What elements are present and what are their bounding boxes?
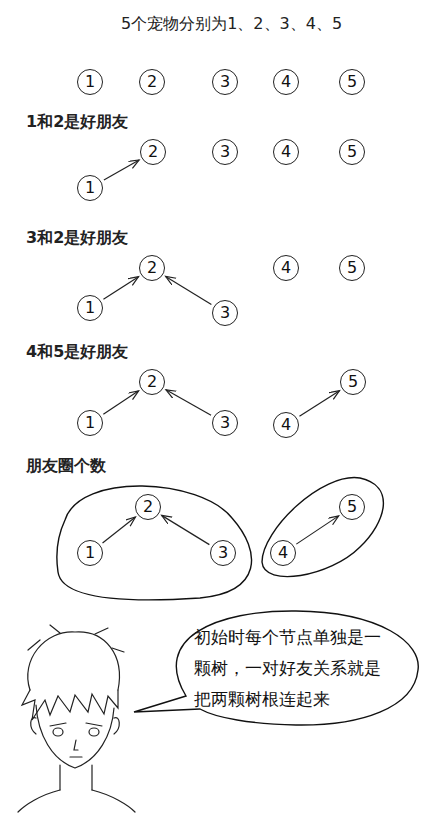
section-caption: 1和2是好朋友 [26, 112, 128, 131]
bubble-text: 初始时每个节点单独是一颗树，一对好友关系就是把两颗树根连起来 [194, 622, 390, 715]
pet-number: 2 [147, 260, 157, 276]
friend-arrow [166, 390, 211, 415]
friend-arrow [299, 391, 339, 417]
section-caption: 4和5是好朋友 [26, 342, 128, 361]
pet-number: 3 [220, 305, 230, 321]
pet-number: 3 [220, 415, 230, 431]
pet-circle: 4 [273, 139, 299, 165]
pet-circle: 5 [340, 369, 366, 395]
pet-number: 2 [148, 144, 158, 160]
friend-arrow [296, 516, 338, 544]
friend-circle-outline [57, 486, 252, 600]
pet-number: 1 [85, 74, 95, 90]
pet-circle: 3 [212, 300, 238, 326]
pet-number: 5 [347, 74, 357, 90]
pet-number: 1 [85, 300, 95, 316]
pet-number: 4 [281, 74, 291, 90]
pet-circle: 2 [140, 139, 166, 165]
pet-circle: 1 [77, 295, 103, 321]
pet-circle: 4 [273, 69, 299, 95]
pet-circle: 3 [212, 410, 238, 436]
pet-circle: 5 [339, 139, 365, 165]
pet-number: 5 [347, 144, 357, 160]
pet-circle: 5 [339, 255, 365, 281]
pet-number: 4 [281, 144, 291, 160]
speech-bubble: 初始时每个节点单独是一颗树，一对好友关系就是把两颗树根连起来 [156, 608, 420, 728]
pet-circle: 1 [77, 175, 103, 201]
pet-number: 2 [147, 374, 157, 390]
pet-number: 5 [347, 260, 357, 276]
friend-arrow [104, 160, 139, 180]
pet-circle: 4 [273, 255, 299, 281]
friend-arrow [103, 391, 138, 414]
friend-circle-outline [262, 478, 383, 577]
pet-circle: 3 [212, 69, 238, 95]
pet-circle: 1 [77, 410, 103, 436]
pet-number: 3 [220, 74, 230, 90]
pet-circle: 1 [77, 69, 103, 95]
friend-arrow [103, 277, 138, 300]
section-caption: 3和2是好朋友 [26, 228, 128, 247]
pet-number: 2 [147, 74, 157, 90]
pet-number: 4 [281, 260, 291, 276]
pet-number: 1 [85, 545, 95, 561]
pet-circle: 5 [339, 69, 365, 95]
section-caption: 朋友圈个数 [26, 456, 106, 475]
pet-circle: 4 [270, 540, 296, 566]
pet-number: 5 [347, 499, 357, 515]
pet-circle: 2 [139, 369, 165, 395]
boy-illustration [18, 625, 135, 812]
pet-circle: 5 [339, 494, 365, 520]
pet-number: 2 [143, 499, 153, 515]
pet-circle: 3 [212, 139, 238, 165]
pet-circle: 2 [135, 494, 161, 520]
friend-arrow [166, 276, 212, 304]
pet-circle: 3 [210, 540, 236, 566]
pet-number: 4 [278, 545, 288, 561]
pet-number: 4 [281, 417, 291, 433]
pet-number: 1 [85, 180, 95, 196]
friend-arrow [162, 515, 210, 544]
pet-number: 3 [218, 545, 228, 561]
pet-circle: 2 [139, 255, 165, 281]
pet-number: 1 [85, 415, 95, 431]
pet-circle: 4 [273, 412, 299, 438]
friend-arrow [103, 517, 136, 543]
pet-number: 3 [220, 144, 230, 160]
title: 5个宠物分别为1、2、3、4、5 [121, 14, 342, 33]
pet-circle: 1 [77, 540, 103, 566]
bubble-outline [134, 611, 418, 725]
pet-number: 5 [348, 374, 358, 390]
pet-circle: 2 [139, 69, 165, 95]
